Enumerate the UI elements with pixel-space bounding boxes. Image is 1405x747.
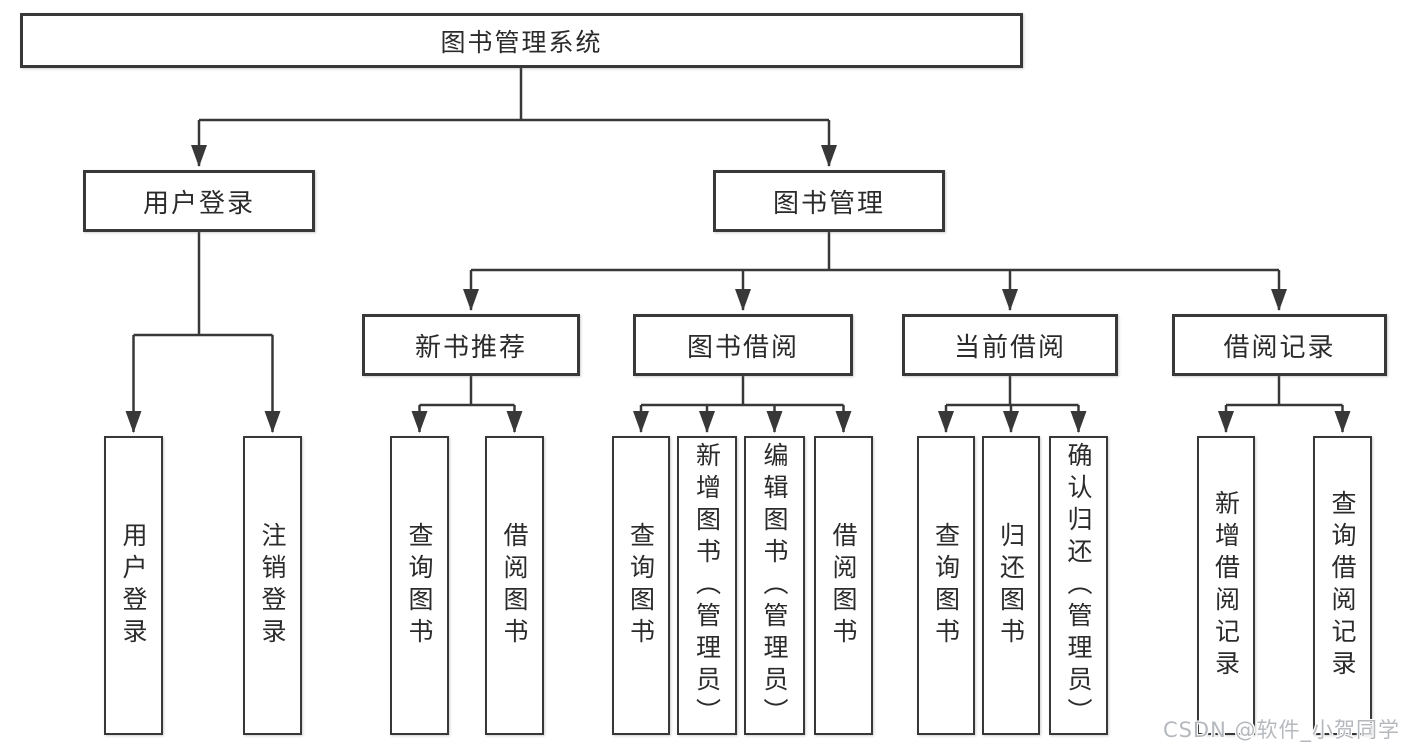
leaf-add-books-admin: 新增图书（管理员） <box>677 436 737 735</box>
leaf-return-books: 归还图书 <box>982 436 1040 735</box>
leaf-logout-login: 注销登录 <box>243 436 302 735</box>
leaf-user-login: 用户登录 <box>104 436 163 735</box>
node-root-library-system: 图书管理系统 <box>20 13 1023 68</box>
csdn-watermark: CSDN @软件_小贺同学 <box>1162 718 1400 742</box>
leaf-borrow-books-label: 借阅图书 <box>829 521 858 650</box>
leaf-add-borrow-record: 新增借阅记录 <box>1197 436 1255 735</box>
leaf-return-books-label: 归还图书 <box>996 521 1026 650</box>
leaf-borrow-books: 借阅图书 <box>814 436 873 735</box>
leaf-borrow-books-recommend-label: 借阅图书 <box>500 521 529 650</box>
leaf-query-books-recommend-label: 查询图书 <box>405 521 434 650</box>
leaf-query-books-borrow: 查询图书 <box>612 436 670 735</box>
leaf-confirm-return-admin-label: 确认归还（管理员） <box>1064 441 1093 730</box>
node-book-management: 图书管理 <box>713 170 945 232</box>
leaf-query-books-current-label: 查询图书 <box>931 521 961 650</box>
leaf-edit-books-admin: 编辑图书（管理员） <box>744 436 805 735</box>
leaf-query-books-recommend: 查询图书 <box>390 436 449 735</box>
leaf-logout-login-label: 注销登录 <box>258 521 287 650</box>
leaf-confirm-return-admin: 确认归还（管理员） <box>1049 436 1108 735</box>
leaf-add-books-admin-label: 新增图书（管理员） <box>692 441 722 730</box>
leaf-edit-books-admin-label: 编辑图书（管理员） <box>760 441 789 730</box>
node-user-login: 用户登录 <box>83 170 315 232</box>
leaf-query-books-borrow-label: 查询图书 <box>626 521 656 650</box>
leaf-add-borrow-record-label: 新增借阅记录 <box>1211 489 1241 682</box>
leaf-borrow-books-recommend: 借阅图书 <box>485 436 544 735</box>
leaf-query-borrow-record-label: 查询借阅记录 <box>1328 489 1357 682</box>
node-current-borrow: 当前借阅 <box>902 314 1118 376</box>
node-borrow-records: 借阅记录 <box>1172 314 1387 376</box>
leaf-query-books-current: 查询图书 <box>917 436 975 735</box>
leaf-user-login-label: 用户登录 <box>119 521 148 650</box>
leaf-query-borrow-record: 查询借阅记录 <box>1313 436 1372 735</box>
node-new-book-recommend: 新书推荐 <box>362 314 580 376</box>
node-book-borrow: 图书借阅 <box>633 314 853 376</box>
